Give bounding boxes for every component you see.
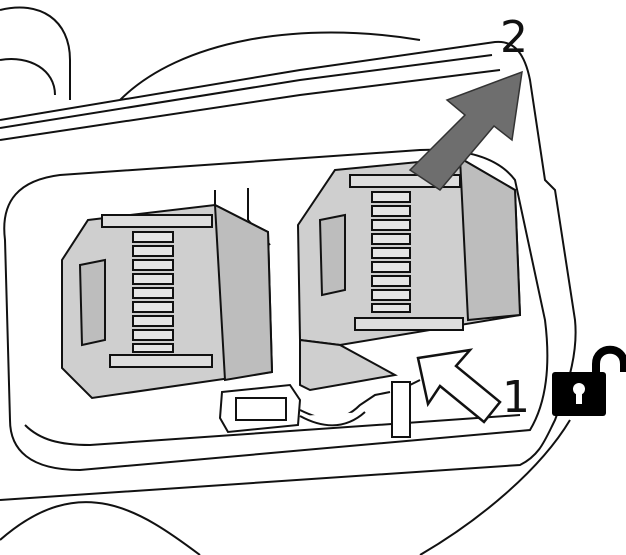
step-2-label: 2 bbox=[500, 12, 528, 63]
left-cartridge-vent-slots bbox=[132, 231, 174, 353]
latch-connector bbox=[218, 379, 421, 438]
left-battery-cartridge bbox=[61, 203, 274, 400]
step-1-label: 1 bbox=[502, 372, 530, 423]
unlock-padlock-icon bbox=[552, 345, 626, 416]
filled-arrow-icon bbox=[408, 70, 523, 191]
outline-arrow-icon bbox=[416, 348, 502, 424]
right-cartridge-vent-slots bbox=[371, 191, 411, 313]
right-battery-cartridge bbox=[296, 156, 522, 392]
